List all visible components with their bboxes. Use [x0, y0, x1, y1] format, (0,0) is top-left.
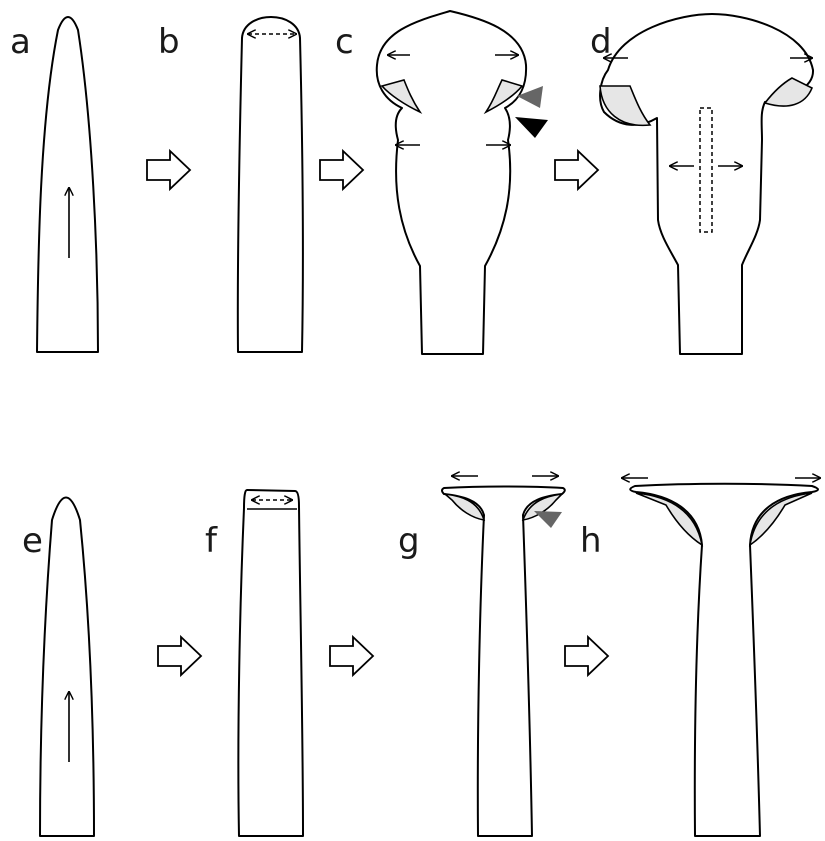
panel-b: b — [158, 17, 303, 352]
arrowhead-black-c — [515, 117, 548, 138]
panel-h: h — [580, 478, 820, 836]
panel-label-h: h — [580, 521, 602, 561]
shape-f-column — [238, 490, 303, 836]
panel-label-b: b — [158, 22, 180, 62]
panel-label-d: d — [590, 22, 612, 62]
transition-arrow-f-g — [330, 637, 373, 675]
arrowhead-gray-g — [534, 511, 562, 528]
transition-arrow-b-c — [320, 151, 363, 189]
shape-h-trumpet — [630, 484, 818, 836]
panel-d: d — [590, 14, 813, 354]
panel-g: g — [398, 476, 565, 836]
shape-e-elongated — [40, 498, 94, 837]
transition-arrow-c-d — [555, 151, 598, 189]
panel-label-f: f — [205, 521, 218, 561]
panel-f: f — [205, 490, 303, 836]
shape-d-head — [600, 14, 813, 354]
panel-label-a: a — [10, 22, 31, 62]
panel-e: e — [22, 498, 94, 837]
shape-g-trumpet — [442, 487, 565, 837]
shape-a-elongated — [37, 17, 98, 352]
panel-c: c — [335, 11, 548, 354]
panel-label-c: c — [335, 22, 354, 62]
shape-b-column — [238, 17, 303, 352]
panel-a: a — [10, 17, 98, 352]
transition-arrow-g-h — [565, 637, 608, 675]
transition-arrow-e-f — [158, 637, 201, 675]
transition-arrow-a-b — [147, 151, 190, 189]
panel-label-g: g — [398, 521, 420, 561]
panel-label-e: e — [22, 521, 43, 561]
shape-c-head — [377, 11, 526, 354]
